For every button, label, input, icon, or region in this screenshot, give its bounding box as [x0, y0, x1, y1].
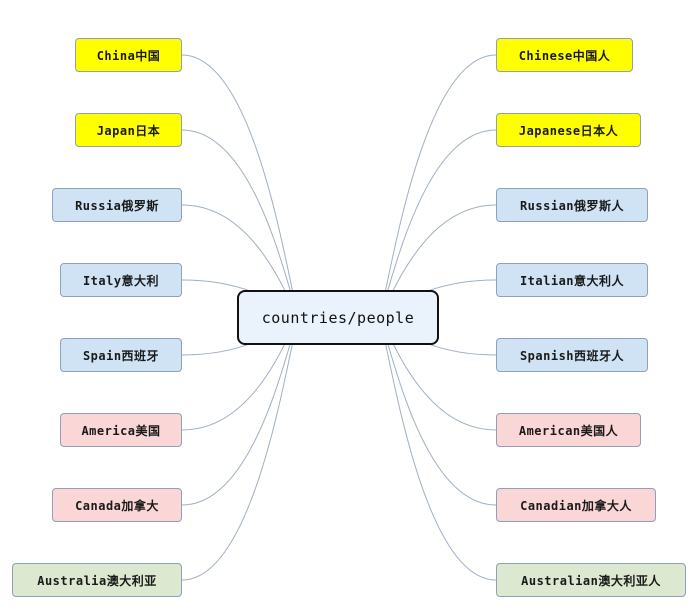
- connector-right-7: [377, 316, 497, 581]
- right-node-italian[interactable]: Italian意大利人: [496, 263, 648, 297]
- node-label: America美国: [81, 423, 161, 438]
- node-label: Russia俄罗斯: [75, 198, 159, 213]
- left-node-spain[interactable]: Spain西班牙: [60, 338, 182, 372]
- node-label: American美国人: [518, 423, 619, 438]
- left-node-america[interactable]: America美国: [60, 413, 182, 447]
- right-node-australian[interactable]: Australian澳大利亚人: [496, 563, 686, 597]
- node-label: Chinese中国人: [518, 48, 611, 63]
- node-label: Canada加拿大: [75, 498, 159, 513]
- center-node[interactable]: countries/people: [237, 290, 439, 345]
- node-label: Canadian加拿大人: [520, 498, 632, 513]
- connector-right-6: [377, 316, 497, 506]
- left-node-russia[interactable]: Russia俄罗斯: [52, 188, 182, 222]
- node-label: Spanish西班牙人: [519, 348, 625, 363]
- node-label: China中国: [96, 48, 161, 63]
- node-label: Japanese日本人: [518, 123, 619, 138]
- left-node-japan[interactable]: Japan日本: [75, 113, 182, 147]
- right-node-chinese[interactable]: Chinese中国人: [496, 38, 633, 72]
- node-label: Australia澳大利亚: [37, 573, 157, 588]
- right-node-american[interactable]: American美国人: [496, 413, 641, 447]
- connector-right-1: [377, 129, 497, 318]
- connector-left-6: [181, 316, 301, 506]
- left-node-australia[interactable]: Australia澳大利亚: [12, 563, 182, 597]
- node-label: Italy意大利: [82, 273, 160, 288]
- node-label: Japan日本: [96, 123, 161, 138]
- node-label: Australian澳大利亚人: [521, 573, 661, 588]
- left-node-canada[interactable]: Canada加拿大: [52, 488, 182, 522]
- node-label: Spain西班牙: [82, 348, 160, 363]
- connector-right-0: [377, 54, 497, 318]
- center-node-label: countries/people: [261, 308, 415, 327]
- left-node-china[interactable]: China中国: [75, 38, 182, 72]
- connector-left-7: [181, 316, 301, 581]
- left-node-italy[interactable]: Italy意大利: [60, 263, 182, 297]
- connector-left-0: [181, 54, 301, 318]
- connector-left-1: [181, 129, 301, 318]
- node-label: Italian意大利人: [519, 273, 625, 288]
- right-node-russian[interactable]: Russian俄罗斯人: [496, 188, 648, 222]
- right-node-spanish[interactable]: Spanish西班牙人: [496, 338, 648, 372]
- node-label: Russian俄罗斯人: [519, 198, 625, 213]
- right-node-canadian[interactable]: Canadian加拿大人: [496, 488, 656, 522]
- right-node-japanese[interactable]: Japanese日本人: [496, 113, 641, 147]
